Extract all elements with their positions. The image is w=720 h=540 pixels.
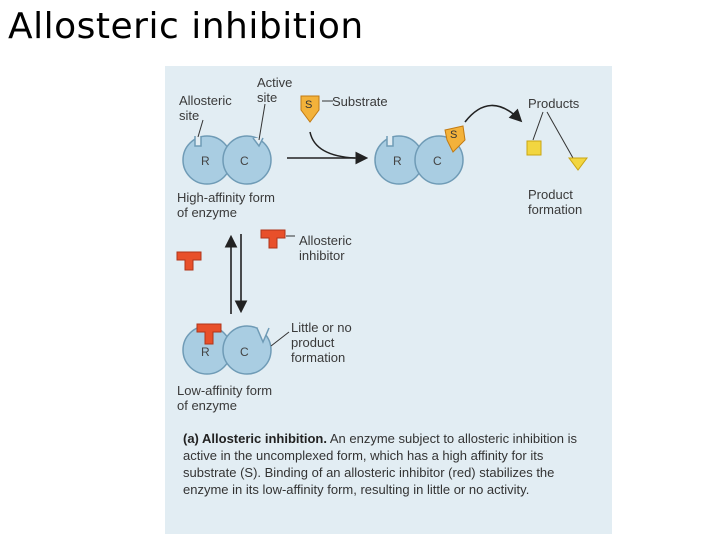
active-site-pointer	[259, 104, 265, 140]
product-arrow	[465, 105, 520, 122]
substrate-letter: S	[305, 99, 312, 111]
products-shapes	[527, 112, 587, 170]
products-label: Products	[528, 96, 579, 111]
enzyme-substrate-complex: S R C	[375, 126, 465, 184]
allosteric-site-notch	[195, 136, 201, 146]
high-affinity-enzyme: R C	[183, 136, 271, 184]
product-triangle	[569, 158, 587, 170]
product-square	[527, 141, 541, 155]
little-product-label: Little or no product formation	[291, 320, 352, 365]
caption-lead: (a) Allosteric inhibition.	[183, 431, 327, 446]
complex-c-label: C	[433, 154, 442, 168]
allosteric-inhibitor-label: Allosteric inhibitor	[299, 233, 352, 263]
low-c-label: C	[240, 345, 249, 359]
figure-caption: (a) Allosteric inhibition. An enzyme sub…	[183, 430, 588, 498]
substrate-shape: S	[301, 96, 319, 122]
slide-title: Allosteric inhibition	[8, 6, 364, 47]
allosteric-site-label: Allosteric site	[179, 93, 232, 123]
substrate-label: Substrate	[332, 94, 388, 109]
low-r-label: R	[201, 345, 210, 359]
low-affinity-label: Low-affinity form of enzyme	[177, 383, 272, 413]
binding-curve	[310, 132, 355, 158]
c-subunit-label: C	[240, 154, 249, 168]
bound-substrate-letter: S	[450, 129, 457, 141]
inhibitor-free-right	[261, 230, 285, 248]
high-affinity-label: High-affinity form of enzyme	[177, 190, 275, 220]
little-product-pointer	[271, 332, 289, 346]
r-subunit-label: R	[201, 154, 210, 168]
inhibitor-free-left	[177, 252, 201, 270]
product-formation-label: Product formation	[528, 187, 582, 217]
low-affinity-enzyme: R C	[183, 324, 271, 374]
active-site-label: Active site	[257, 75, 292, 105]
figure-panel: R C S S R C	[165, 66, 612, 534]
complex-r-label: R	[393, 154, 402, 168]
